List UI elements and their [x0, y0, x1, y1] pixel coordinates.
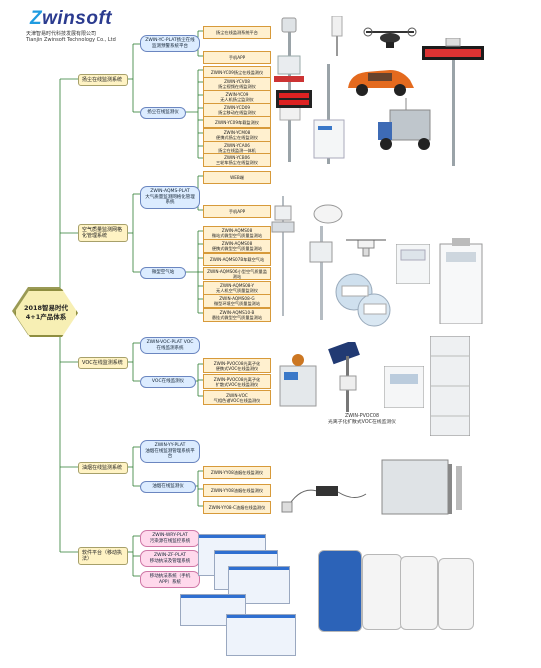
category-dust: 扬尘在线监测系统 [78, 74, 128, 86]
leaf: ZWIN-YY08油烟在线监测仪 [203, 466, 271, 479]
leaf: ZWIN-YY08-C油烟在线监测仪 [203, 501, 271, 514]
leaf: ZWIN-YC09 无人机扬尘监测仪 [203, 90, 271, 104]
leaf: ZWIN-AQMS08 便携式微型空气质量监测站 [203, 239, 271, 253]
tricycle-monitor-icon [378, 98, 431, 150]
leaf: ZWIN-AQMS06小型空气质量监测站 [203, 267, 271, 280]
leaf: ZWIN-YCB06 三轮车扬尘在线监测仪 [203, 153, 271, 167]
voc-portable-icon [279, 354, 317, 407]
leaf: ZWIN-YCD09 扬尘移动在线监测仪 [203, 103, 271, 117]
sub-oil-platform: ZWIN-YY-PLAT 油烟在线监测管理系统平台 [140, 440, 200, 463]
leaf: 手机APP [203, 51, 271, 64]
phone-app-3 [400, 556, 438, 630]
leaf: ZWIN-VOC 气相色谱VOC在线监测仪 [203, 390, 271, 405]
root-line-1: 2018智易时代 [23, 304, 69, 312]
leaf: 手机APP [203, 205, 271, 218]
leaf: 扬尘在线监测系统平台 [203, 26, 271, 39]
drone-icon [363, 27, 417, 48]
leaf: WEB端 [203, 171, 271, 184]
sub-dust-monitor: 扬尘在线监测仪 [140, 107, 186, 119]
leaf: ZWIN-AQMS08 微站式微型空气质量监测站 [203, 226, 271, 240]
leaf: ZWIN-AQMS08-G 微型环境空气质量监测站 [203, 294, 271, 308]
sub-software-zf: ZWIN-ZF-PLAT 移动执法及管理系统 [140, 550, 200, 567]
brand-subtitle: 天津智易时代科技发展有限公司 Tianjin Zwinsoft Technolo… [26, 31, 126, 43]
sub-voc-platform: ZWIN-VOC-PLAT VOC在线监测系统 [140, 337, 200, 354]
dust-display-station-icon [422, 38, 484, 166]
leaf: ZWIN-AQMS07B车载空气站 [203, 253, 271, 266]
leaf: ZWIN-AQMS08-Y 无人机空气质量监测仪 [203, 281, 271, 295]
voc-gc-cabinet-icon [430, 336, 470, 436]
category-air: 空气质量监测网格化管理系统 [78, 224, 128, 242]
category-voc: VOC在线监测系统 [78, 357, 128, 369]
phone-app-1 [318, 550, 362, 632]
brand-logo: Zwinsoft [30, 8, 113, 29]
phone-app-2 [362, 554, 402, 630]
oil-fume-cabinet-icon [381, 459, 462, 515]
category-oil-fume: 油烟在线监测系统 [78, 462, 128, 474]
led-display-icon [276, 90, 312, 108]
air-mini-station-icon [271, 196, 295, 316]
sub-software-wry: ZWIN-WRY-PLAT 污染源在线监控系统 [140, 530, 200, 547]
air-standard-station-icon [439, 238, 483, 324]
category-software: 软件平台（移动执法） [78, 547, 128, 565]
oil-fume-sensor-icon [281, 486, 367, 513]
leaf: ZWIN-YCV08 扬尘视频在线监测仪 [203, 77, 271, 91]
leaf: ZWIN-PVOC08光离子化 扩散式VOC在线监测仪 [203, 374, 271, 389]
brand-subtitle-cn: 天津智易时代科技发展有限公司 [26, 31, 97, 37]
air-cabinet-icon [396, 244, 430, 284]
leaf: ZWIN-YCM08 便携式扬尘在线监测仪 [203, 128, 271, 142]
vehicle-monitor-icon [348, 70, 414, 96]
voc-analyzer-icon [384, 366, 424, 408]
air-station-pole-icon [309, 204, 343, 320]
sub-oil-monitor: 油烟在线监测仪 [140, 481, 196, 493]
sub-air-platform: ZWIN-AQMS-PLAT 大气质量监测网格化管理系统 [140, 186, 200, 209]
dust-monitor-pole-icon [274, 17, 304, 162]
software-screen-5 [226, 614, 296, 656]
weather-sensor-icon [331, 16, 343, 56]
sub-software-app: 移动执法系统（手机APP）系统 [140, 571, 200, 588]
sub-air-station: 微型空气站 [140, 267, 186, 279]
sub-dust-platform: ZWIN-YC-PLAT扬尘在线监测预警系统平台 [140, 35, 200, 52]
phone-app-4 [438, 558, 474, 630]
leaf: ZWIN-AQMS10-B 悬挂式微型空气质量监测站 [203, 308, 271, 322]
voc-solar-station-icon [328, 342, 360, 412]
sub-voc-monitor: VOC在线监测仪 [140, 376, 196, 388]
brand-subtitle-en: Tianjin Zwinsoft Technology Co., Ltd [26, 37, 116, 43]
air-drone-icon [346, 239, 386, 257]
dust-cabinet-icon [313, 64, 345, 164]
voc-product-caption: ZWIN-PVOC08 光离子化扩散式VOC在线监测仪 [328, 414, 396, 425]
leaf: ZWIN-PVOC08光离子化 便携式VOC在线监测仪 [203, 358, 271, 373]
air-vehicle-icon [335, 273, 391, 327]
root-line-2: 4+1产品体系 [25, 313, 67, 321]
leaf: ZWIN-YY08油烟在线监测仪 [203, 484, 271, 497]
leaf: ZWIN-YC09车载监测仪 [203, 116, 271, 128]
